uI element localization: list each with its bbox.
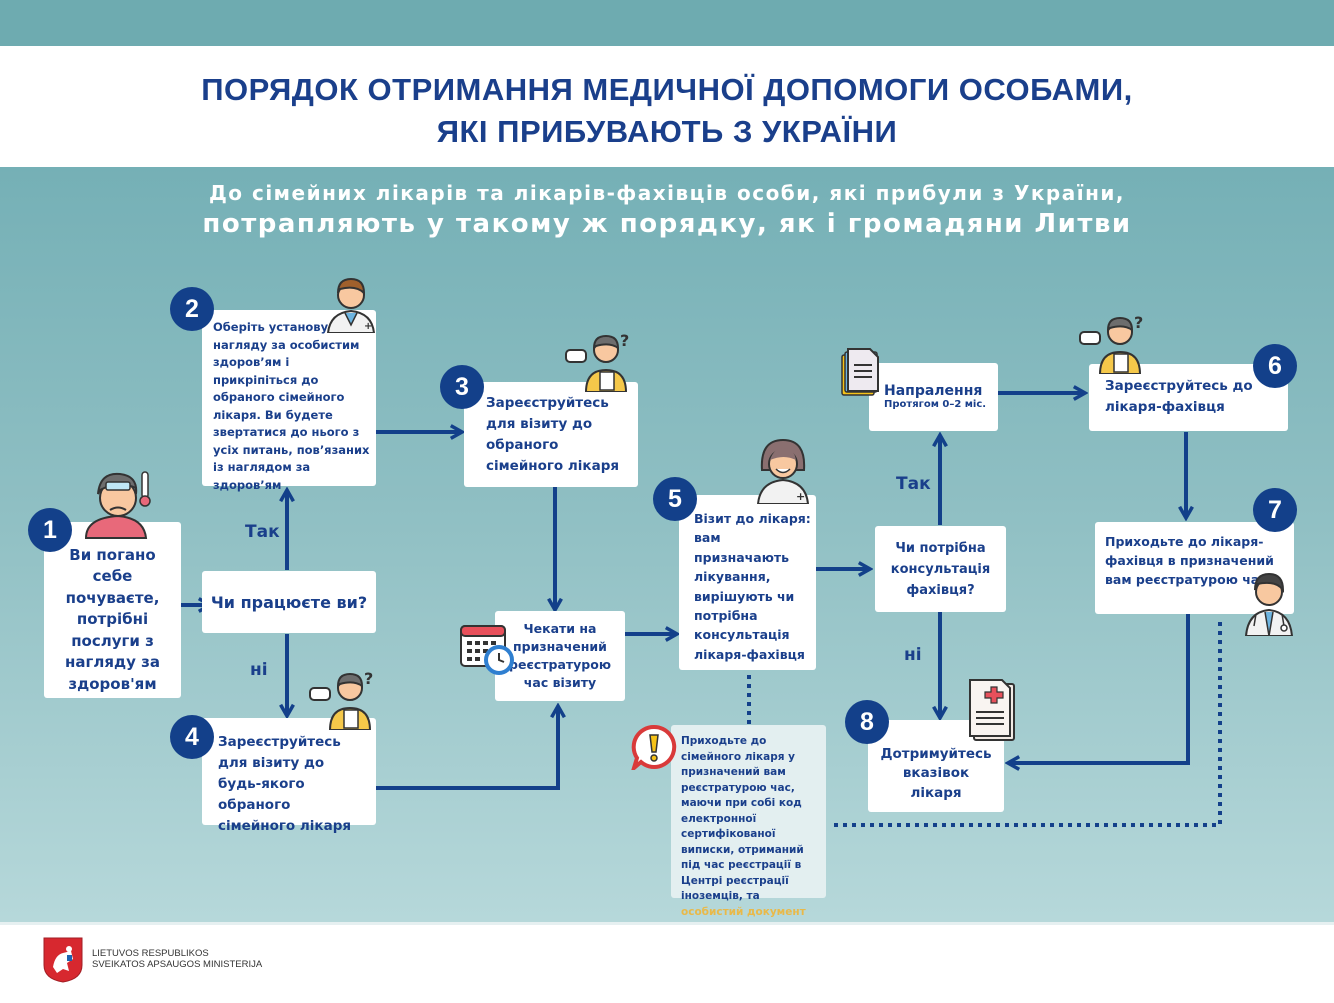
decision-working-box: Чи працюєте ви? (202, 571, 376, 633)
coat-of-arms-icon (43, 937, 83, 983)
step-8-badge: 8 (845, 700, 889, 744)
calendar-clock-icon (460, 625, 514, 675)
referral-box: Напралення Протягом 0–2 міс. (869, 363, 998, 431)
arrow-7-to-8 (1008, 614, 1190, 763)
doctor-stethoscope-icon (1244, 572, 1294, 636)
step-4-text: Зареєструйтесь для візиту до будь-якого … (218, 734, 352, 834)
male-doctor-icon: + (326, 277, 376, 333)
decision-specialist-text: Чи потрібна консультація фахівця? (890, 540, 991, 598)
svg-text:?: ? (620, 331, 629, 350)
step-1-box: Ви погано себе почуваєте, потрібні послу… (44, 522, 181, 698)
arrow-4-to-wait (376, 706, 558, 790)
medical-document-icon (969, 679, 1015, 741)
step-2-box: Оберіть установу з нагляду за особистим … (202, 310, 376, 492)
wait-box: Чекати на призначений реєстратурою час в… (495, 611, 625, 701)
referral-subtitle: Протягом 0–2 міс. (884, 399, 987, 410)
svg-text:?: ? (364, 669, 373, 688)
label-yes-2: Так (896, 474, 931, 494)
ministry-name-line2: SVEIKATOS APSAUGOS MINISTERIJA (92, 959, 263, 970)
female-doctor-icon: + (756, 438, 810, 504)
step-2-text: Оберіть установу з нагляду за особистим … (213, 320, 370, 492)
title-band: ПОРЯДОК ОТРИМАННЯ МЕДИЧНОЇ ДОПОМОГИ ОСОБ… (0, 46, 1334, 167)
step-6-text: Зареєструйтесь до лікаря-фахівця (1105, 378, 1253, 415)
person-registering-icon: ? (309, 669, 373, 730)
step-1-text: Ви погано себе почуваєте, потрібні послу… (65, 545, 160, 693)
svg-text:+: + (364, 321, 372, 332)
step-4-badge: 4 (170, 715, 214, 759)
documents-icon (841, 348, 879, 396)
page-title-line2: ЯКІ ПРИБУВАЮТЬ З УКРАЇНИ (436, 114, 898, 149)
subtitle-line1: До сімейних лікарів та лікарів-фахівців … (208, 181, 1126, 205)
step-2-badge: 2 (170, 287, 214, 331)
step-3-badge: 3 (440, 365, 484, 409)
referral-title: Напралення (884, 383, 983, 399)
warning-icon (631, 724, 677, 770)
label-no-2: ні (904, 645, 922, 665)
person-registering-icon: ? (1079, 313, 1143, 374)
ministry-name-line1: LIETUVOS RESPUBLIKOS (92, 948, 209, 959)
footer (0, 922, 1334, 1003)
label-yes-1: Так (245, 522, 280, 542)
dotted-7-to-note (832, 622, 1222, 827)
wait-box-text: Чекати на призначений реєстратурою час в… (509, 621, 611, 690)
step-8-text: Дотримуйтесь вказівок лікаря (880, 745, 992, 801)
svg-text:+: + (796, 490, 805, 503)
note-box: Приходьте до сімейного лікаря у призначе… (671, 725, 826, 918)
label-no-1: ні (250, 660, 268, 680)
step-7-text: Приходьте до лікаря-фахівця в призначени… (1105, 534, 1274, 587)
subtitle-line2: потрапляють у такому ж порядку, як і гро… (202, 209, 1132, 239)
note-text: Приходьте до сімейного лікаря у призначе… (681, 735, 804, 902)
step-5-badge: 5 (653, 477, 697, 521)
top-band (0, 0, 1334, 46)
decision-specialist-box: Чи потрібна консультація фахівця? (875, 526, 1006, 612)
step-3-text: Зареєструйтесь для візиту до обраного сі… (486, 395, 620, 474)
person-registering-icon: ? (565, 331, 629, 392)
step-1-badge: 1 (28, 508, 72, 552)
step-5-text: Візит до лікаря: вам призначають лікуван… (694, 511, 811, 662)
ministry-name: LIETUVOS RESPUBLIKOS SVEIKATOS APSAUGOS … (92, 948, 262, 970)
svg-text:?: ? (1134, 313, 1143, 332)
step-6-badge: 6 (1253, 344, 1297, 388)
step-4-box: Зареєструйтесь для візиту до будь-якого … (202, 718, 376, 834)
step-5-box: Візит до лікаря: вам призначають лікуван… (679, 495, 816, 670)
note-highlight: особистий документ (681, 905, 806, 918)
decision-working-text: Чи працюєте ви? (210, 592, 368, 612)
step-7-badge: 7 (1253, 488, 1297, 532)
step-3-box: Зареєструйтесь для візиту до обраного сі… (464, 382, 638, 487)
page-title-line1: ПОРЯДОК ОТРИМАННЯ МЕДИЧНОЇ ДОПОМОГИ ОСОБ… (201, 72, 1133, 107)
sick-person-icon (84, 471, 151, 539)
